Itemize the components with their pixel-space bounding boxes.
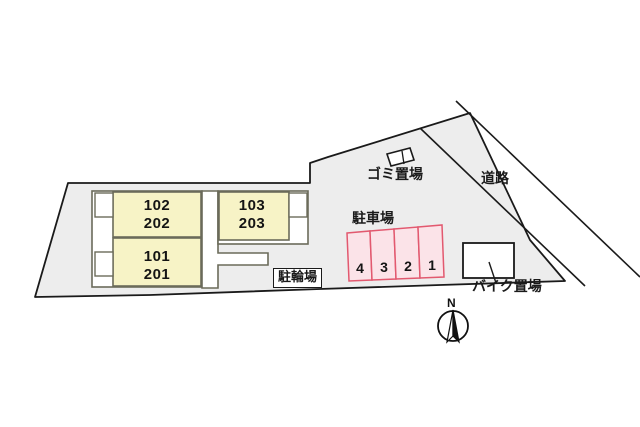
compass-north-label: N (447, 296, 456, 310)
parking-area-label: 駐車場 (352, 211, 394, 227)
unit-101-label: 101 (143, 248, 171, 265)
motorcycle-parking-leader (488, 261, 497, 284)
bicycle-parking-label: 駐輪場 (273, 268, 323, 288)
unit-101-201-entry (94, 251, 114, 277)
parking-stall-4-label: 4 (356, 260, 364, 276)
unit-201-label: 201 (143, 266, 171, 283)
unit-203-label: 203 (238, 215, 266, 232)
road-label: 道路 (481, 171, 509, 187)
trash-area-label: ゴミ置場 (367, 167, 423, 183)
unit-101-201-room (112, 237, 202, 287)
unit-102-label: 102 (143, 197, 171, 214)
unit-103-203-room (218, 191, 290, 241)
compass-rose (437, 309, 469, 344)
motorcycle-parking-label: バイク置場 (472, 279, 542, 295)
unit-102-202-entry (94, 192, 114, 218)
unit-102-202-room (112, 191, 202, 238)
parking-stall-group (346, 224, 445, 282)
trash-area-leader (401, 150, 405, 165)
road-edge-inner (419, 127, 586, 287)
unit-202-label: 202 (143, 215, 171, 232)
motorcycle-parking-box[interactable] (462, 242, 515, 279)
parking-stall-3-label: 3 (380, 259, 388, 275)
trash-area-box[interactable] (385, 147, 416, 167)
unit-103-203-entry (288, 192, 308, 218)
unit-103-label: 103 (238, 197, 266, 214)
compass-needle-dark-icon (452, 309, 460, 344)
parking-stall-2-label: 2 (404, 258, 412, 274)
road-edge-outer (455, 100, 640, 278)
parking-stall-1[interactable] (417, 224, 445, 279)
parking-stall-1-label: 1 (428, 257, 436, 273)
